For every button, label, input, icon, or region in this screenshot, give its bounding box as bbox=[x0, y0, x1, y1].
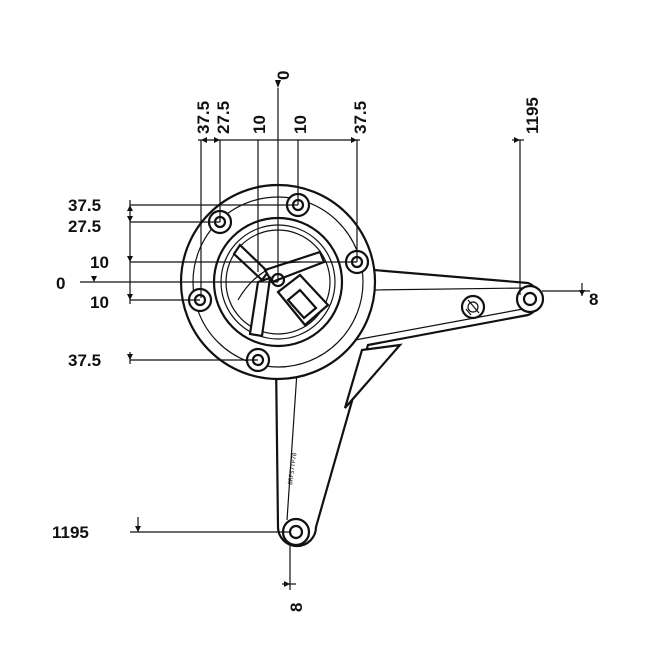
lock-knob bbox=[460, 294, 486, 320]
swivel-mechanism bbox=[232, 243, 330, 338]
dim-left-37-5-top: 37.5 bbox=[68, 196, 101, 215]
dim-top-0: 0 bbox=[274, 71, 293, 80]
dimension-lines bbox=[80, 80, 590, 590]
part-stamp: 8RFS7TP70 bbox=[287, 452, 299, 486]
dim-left-37-5-bottom: 37.5 bbox=[68, 351, 101, 370]
dim-left-10-top: 10 bbox=[90, 253, 109, 272]
support-web bbox=[343, 343, 403, 409]
dim-left-27-5: 27.5 bbox=[68, 217, 101, 236]
arm-end-hole-outer bbox=[515, 284, 545, 314]
dim-left-1195: 1195 bbox=[52, 523, 89, 542]
dim-left-10-bottom: 10 bbox=[90, 293, 109, 312]
dim-left-0: 0 bbox=[56, 274, 65, 293]
dim-top-1195: 1195 bbox=[523, 97, 542, 134]
dim-top-27-5: 27.5 bbox=[214, 101, 233, 134]
dimension-labels: 37.5 27.5 10 10 0 37.5 1195 37.5 27.5 10… bbox=[52, 71, 598, 612]
dim-top-37-5-left: 37.5 bbox=[194, 101, 213, 134]
dim-bottom-8: 8 bbox=[287, 603, 306, 612]
dim-right-8: 8 bbox=[589, 290, 598, 309]
dim-top-10-left: 10 bbox=[250, 115, 269, 134]
dim-top-37-5-right: 37.5 bbox=[351, 101, 370, 134]
arm-end-hole-inner bbox=[522, 291, 538, 307]
dim-top-10-right: 10 bbox=[291, 115, 310, 134]
